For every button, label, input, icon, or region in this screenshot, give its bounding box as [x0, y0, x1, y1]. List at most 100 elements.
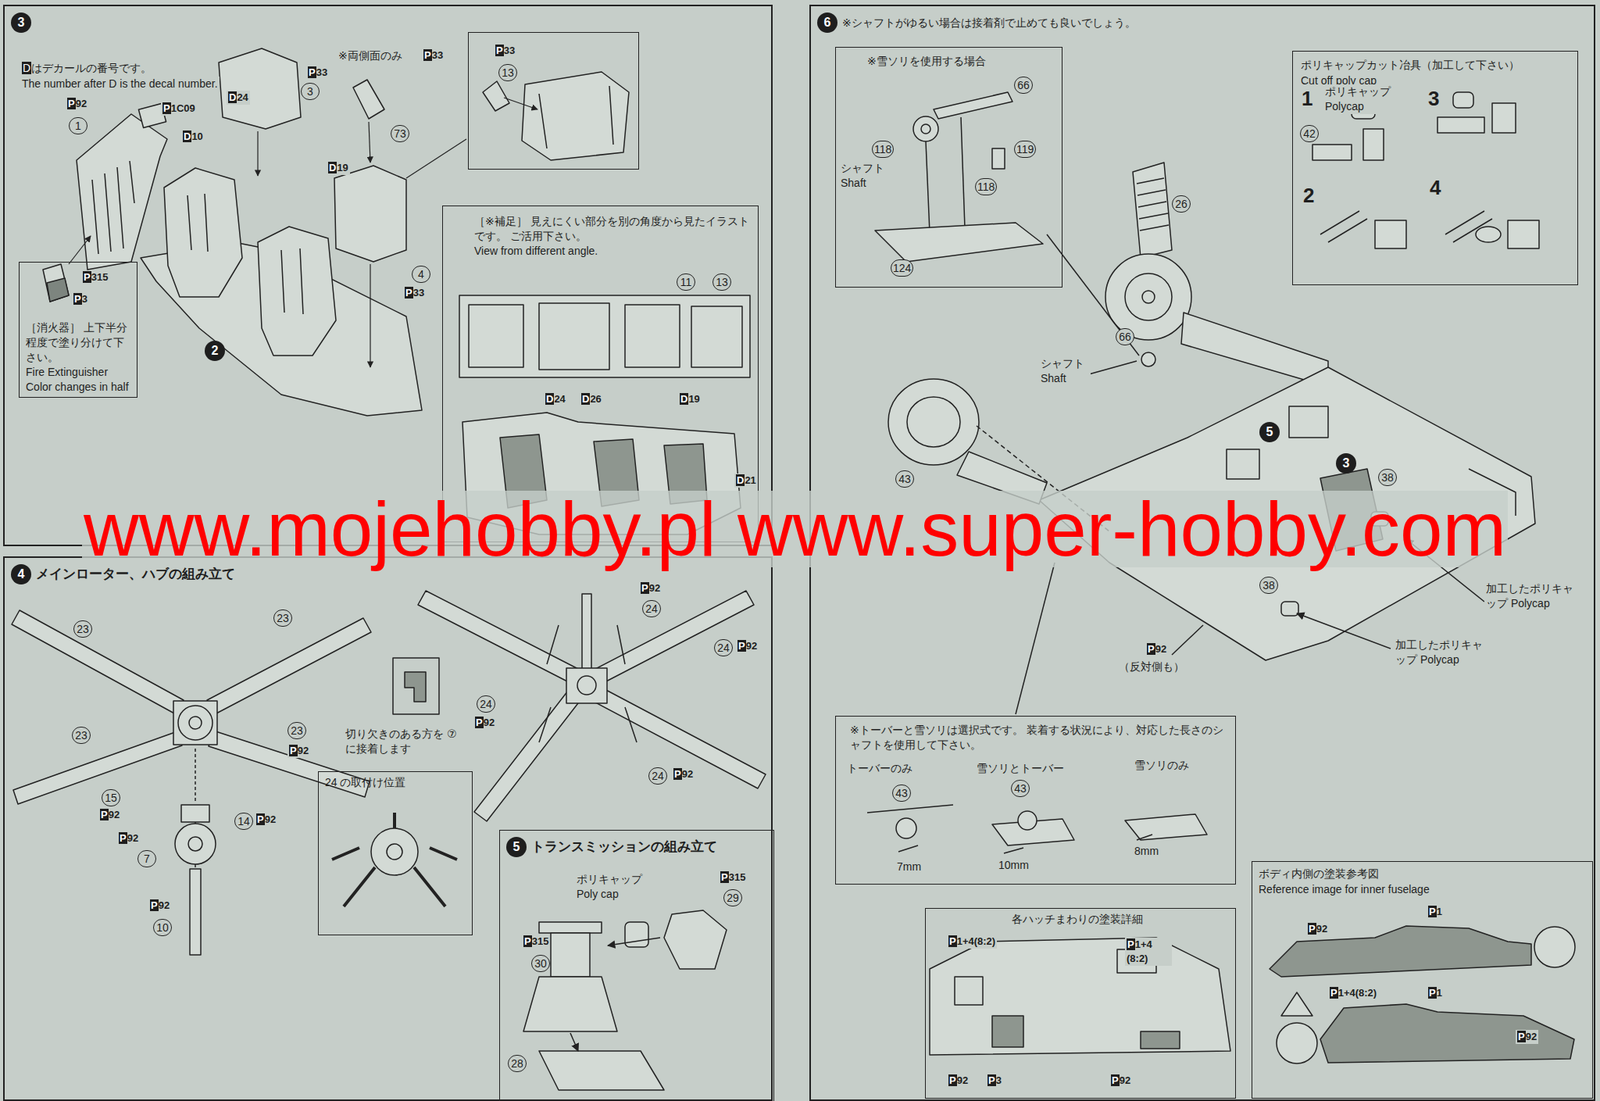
- callout-number: 119: [1014, 140, 1036, 158]
- paint-ref: P92: [639, 581, 662, 596]
- note-text: （反対側も）: [1117, 659, 1186, 675]
- sled-parts: [913, 116, 939, 142]
- paint-ref: P3: [71, 292, 90, 307]
- note-text: The number after D is the decal number.: [20, 76, 220, 92]
- rotor-parts: [371, 828, 418, 875]
- step-number: 1: [1300, 87, 1315, 111]
- paint-ref: D24: [543, 392, 568, 407]
- callout-number: 73: [390, 125, 410, 143]
- step-badge: 5: [506, 836, 527, 858]
- callout-number: 23: [71, 726, 91, 744]
- callout-number: 23: [273, 609, 293, 627]
- leader-lines: [68, 235, 91, 265]
- callout-number: 118: [975, 178, 997, 196]
- fuselage-parts: [1132, 162, 1172, 258]
- note-text: シャフト Shaft: [1039, 356, 1091, 386]
- cockpit-parts: [459, 295, 750, 378]
- paint-ref: P92: [148, 898, 172, 913]
- callout-number: 42: [1300, 125, 1319, 143]
- callout-number: 1: [68, 117, 88, 135]
- note-text: ※雪ソリを使用する場合: [867, 53, 986, 69]
- callout-number: 66: [1115, 328, 1135, 346]
- paint-ref: P1: [1426, 985, 1444, 1000]
- paint-ref: P315: [718, 870, 747, 885]
- step-badge: 4: [10, 564, 32, 585]
- box-text: ※トーバーと雪ソリは選択式です。 装着する状況により、対応した長さのシャフトを使…: [850, 722, 1226, 753]
- cockpit-parts: [539, 303, 610, 370]
- callout-number: 11: [676, 273, 696, 291]
- transmission-parts: [523, 910, 727, 1090]
- note-text: 雪ソリのみ: [1132, 757, 1191, 773]
- paint-ref: P33: [495, 43, 515, 58]
- leader-lines: [257, 131, 258, 176]
- paint-ref: P33: [421, 48, 445, 63]
- sled-parts: [921, 124, 931, 134]
- towbar-options: [896, 817, 917, 839]
- hatch-detail: [929, 937, 1231, 1055]
- note-text: ポリキャップカット冶具（加工して下さい）: [1300, 57, 1520, 73]
- paint-ref: P92: [254, 812, 278, 827]
- rotor-parts: [178, 705, 213, 740]
- cockpit-parts: [218, 48, 301, 129]
- note-text: 24 の取付け位置: [325, 775, 406, 790]
- cockpit-parts: [539, 85, 614, 149]
- note-text: シャフト Shaft: [839, 160, 891, 191]
- leader-lines: [68, 97, 538, 368]
- sled-parts: [875, 222, 1043, 262]
- leader-lines: [368, 121, 371, 163]
- rotor-parts: [173, 700, 218, 745]
- polycap-jig: [1320, 210, 1368, 243]
- callout-number: 24: [648, 767, 668, 785]
- transmission-parts: [523, 976, 618, 1032]
- paint-ref: P1C09: [160, 101, 197, 116]
- paint-ref: D10: [181, 129, 205, 144]
- transmission-parts: [550, 932, 590, 977]
- section-heading: メインローター、ハブの組み立て: [35, 565, 236, 584]
- rotor-parts: [194, 748, 197, 869]
- step-number: 3: [1426, 87, 1441, 111]
- callout-number: 15: [101, 789, 121, 807]
- cockpit-parts: [42, 264, 69, 302]
- callout-number: 43: [1010, 779, 1030, 797]
- hatch-detail: [954, 976, 983, 1005]
- note-text: トーバーのみ: [845, 760, 915, 776]
- rotor-parts: [188, 836, 203, 851]
- callout-number: 4: [411, 265, 431, 283]
- callout-number: 43: [892, 784, 911, 802]
- paint-ref: D21: [734, 473, 758, 488]
- callout-number: 7: [137, 850, 157, 868]
- note-text: ※シャフトがゆるい場合は接着剤で止めても良いでしょう。: [842, 15, 1136, 31]
- step-badge: 2: [204, 340, 225, 361]
- note-text: 加工したポリキャップ Polycap: [1393, 637, 1491, 668]
- paint-ref: D26: [579, 392, 604, 407]
- box-text: ［※補足］ 見えにくい部分を別の角度から見たイラストです。 ご活用下さい。: [474, 214, 750, 244]
- rotor-parts: [577, 675, 597, 695]
- callout-number: 26: [1171, 195, 1191, 213]
- section-panel: 4メインローター、ハブの組み立て24 の取付け位置5トランスミッションの組み立て: [3, 556, 773, 1101]
- note-text: 各ハッチまわりの塗装詳細: [1011, 911, 1143, 927]
- hatch-detail: [992, 1015, 1024, 1047]
- polycap-jig: [1312, 92, 1540, 249]
- cockpit-parts: [281, 248, 304, 315]
- fuselage-parts: [1281, 601, 1299, 616]
- cockpit-parts: [42, 48, 750, 535]
- rotor-parts: [474, 690, 581, 822]
- rotor-parts: [539, 625, 637, 743]
- callout-number: 10: [153, 918, 172, 936]
- towbar-options: [1017, 810, 1037, 830]
- inset-box: ボディ内側の塗装参考図Reference image for inner fus…: [1251, 860, 1593, 1099]
- callout-number: 29: [723, 889, 743, 907]
- paint-ref: P1: [1426, 904, 1444, 919]
- paint-ref: P92: [287, 743, 311, 758]
- paint-ref: P3: [985, 1073, 1004, 1088]
- sled-parts: [925, 141, 930, 233]
- fuselage-parts: [1181, 312, 1329, 387]
- rotor-parts: [404, 671, 426, 702]
- callout-number: 3: [300, 82, 320, 100]
- cockpit-parts: [257, 226, 336, 356]
- callout-number: 38: [1378, 468, 1397, 486]
- transmission-parts: [625, 921, 649, 947]
- note-text: 10mm: [996, 857, 1031, 873]
- fuselage-parts: [1142, 290, 1155, 304]
